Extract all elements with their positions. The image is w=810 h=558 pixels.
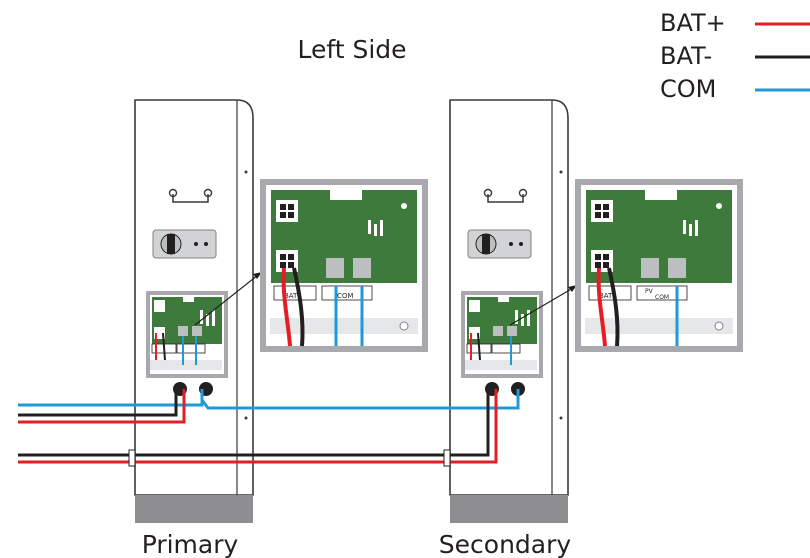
secondary-bat-minus-wire bbox=[18, 389, 490, 457]
legend-com-label: COM bbox=[660, 75, 716, 103]
primary-bat-port-label: BAT bbox=[284, 292, 298, 300]
secondary-bat-plus-wire bbox=[18, 389, 498, 464]
diagram-title: Left Side bbox=[297, 35, 406, 64]
primary-small-panel bbox=[146, 291, 228, 378]
legend-bat-plus-label: BAT+ bbox=[660, 9, 726, 37]
cabinet-base bbox=[135, 495, 253, 523]
primary-zoom-panel: BAT COM bbox=[260, 179, 428, 352]
secondary-com-port-label: COM bbox=[655, 294, 669, 301]
secondary-cabinet: Secondary bbox=[439, 99, 577, 558]
primary-label: Primary bbox=[142, 530, 239, 558]
com-wire bbox=[18, 389, 204, 407]
breaker-switch-icon[interactable] bbox=[152, 229, 217, 259]
breaker-switch-icon[interactable] bbox=[467, 229, 532, 259]
secondary-zoom-panel: BAT PV COM bbox=[575, 179, 743, 352]
primary-cabinet: Primary bbox=[134, 99, 262, 558]
legend-bat-minus-label: BAT- bbox=[660, 42, 712, 70]
legend: BAT+ BAT- COM bbox=[660, 9, 810, 103]
secondary-pv-port-label: PV bbox=[645, 288, 654, 295]
handle-icon bbox=[172, 194, 209, 203]
handle-icon bbox=[487, 194, 524, 203]
com-link-wire bbox=[200, 389, 520, 410]
secondary-bat-port-label: BAT bbox=[599, 292, 613, 300]
secondary-small-panel bbox=[461, 291, 543, 378]
cabinet-base bbox=[450, 495, 568, 523]
primary-bat-plus-wire bbox=[18, 389, 186, 424]
external-wiring bbox=[18, 389, 520, 467]
secondary-label: Secondary bbox=[439, 530, 572, 558]
primary-bat-minus-wire bbox=[18, 389, 178, 417]
primary-com-port-label: COM bbox=[337, 292, 353, 300]
